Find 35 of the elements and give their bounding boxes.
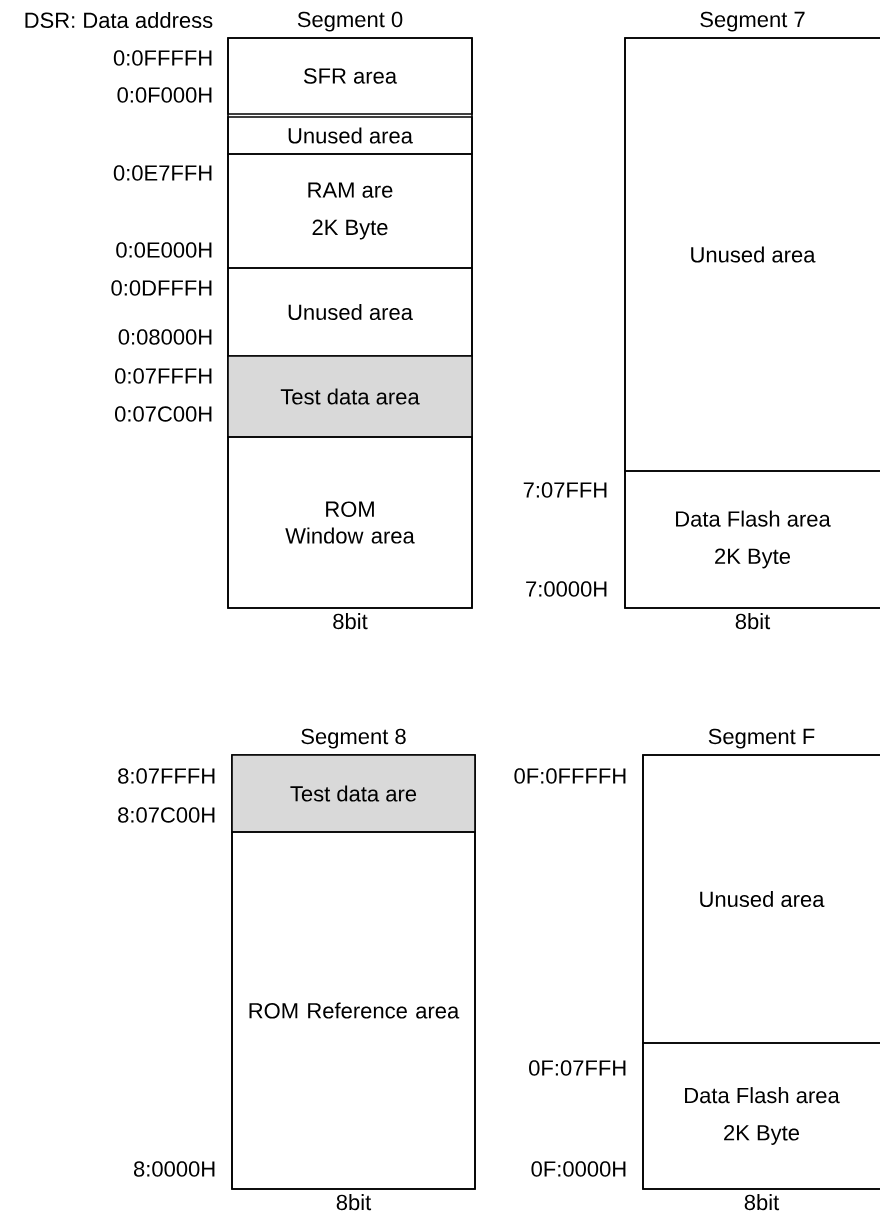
address-label: 0F:0000H bbox=[531, 1161, 626, 1177]
memory-region: Test data area bbox=[227, 355, 473, 438]
address-label: 8:07C00H bbox=[118, 807, 215, 823]
segment-title: Segment 0 bbox=[297, 11, 403, 32]
memory-region: Unused area bbox=[624, 37, 880, 472]
address-label: 8:07FFFH bbox=[118, 768, 215, 784]
memory-region: Data Flash area 2K Byte bbox=[642, 1042, 880, 1190]
address-label: 0:0FFFFH bbox=[113, 50, 212, 66]
memory-region: ROM Window area bbox=[227, 436, 473, 609]
bus-width-label: 8bit bbox=[336, 1194, 372, 1211]
address-label: DSR: Data address bbox=[25, 11, 213, 29]
memory-region: SFR area bbox=[227, 37, 473, 115]
address-label: 0:0DFFFH bbox=[111, 280, 212, 296]
address-label: 0F:07FFH bbox=[529, 1060, 626, 1076]
memory-region: ROM Reference area bbox=[231, 831, 476, 1190]
bus-width-label: 8bit bbox=[333, 613, 368, 630]
address-label: 0:0E000H bbox=[116, 242, 212, 258]
memory-region: RAM are 2K Byte bbox=[227, 153, 473, 269]
address-label: 0:0F000H bbox=[117, 87, 212, 103]
bus-width-label: 8bit bbox=[744, 1194, 780, 1211]
address-label: 0:08000H bbox=[118, 329, 212, 345]
memory-region: Unused area bbox=[642, 754, 880, 1044]
bus-width-label: 8bit bbox=[735, 613, 771, 630]
segment-title: Segment F bbox=[708, 728, 815, 749]
address-label: 0:07FFFH bbox=[115, 368, 212, 384]
segment-title: Segment 7 bbox=[700, 11, 805, 32]
address-label: 0:07C00H bbox=[115, 406, 212, 422]
memory-region: Test data are bbox=[231, 754, 476, 833]
address-label: 7:0000H bbox=[526, 581, 607, 597]
segment-title: Segment 8 bbox=[301, 728, 406, 749]
address-label: 0F:0FFFFH bbox=[514, 768, 626, 784]
address-label: 7:07FFH bbox=[523, 482, 607, 498]
memory-region: Data Flash area 2K Byte bbox=[624, 470, 880, 609]
memory-region: Unused area bbox=[227, 116, 473, 155]
address-label: 0:0E7FFH bbox=[113, 165, 212, 181]
